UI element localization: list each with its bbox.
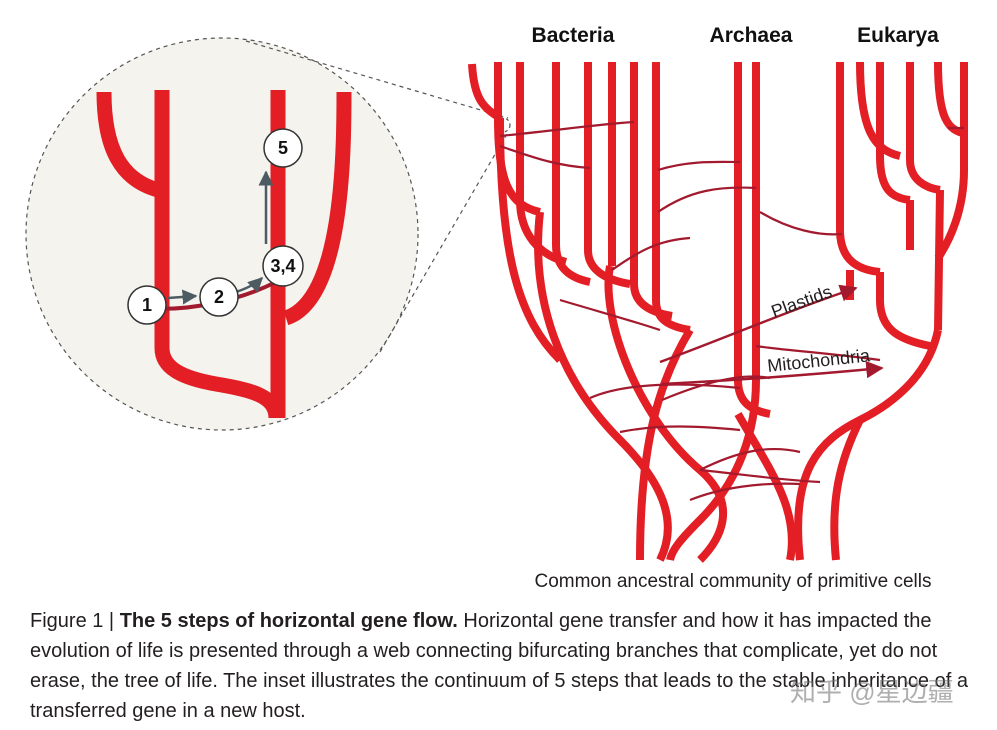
figure-caption: Figure 1 | The 5 steps of horizontal gen…: [30, 606, 980, 726]
inset-step-arrows: [167, 170, 274, 305]
domain-label-bacteria: Bacteria: [532, 24, 615, 47]
step-2-label: 2: [214, 287, 224, 307]
inset-circle: [25, 37, 419, 431]
domain-label-archaea: Archaea: [710, 24, 793, 47]
zoom-guide-line-bottom: [379, 131, 509, 353]
tree-main: Plastids Mitochondria Bacteria Archaea E…: [468, 24, 968, 592]
zoom-guide-line-top: [245, 40, 509, 119]
step-3-4-label: 3,4: [270, 256, 295, 276]
figure-panel: 1 2 3,4 5: [25, 24, 968, 592]
plastids-arrow: [659, 284, 858, 364]
tree-of-life-diagram: 1 2 3,4 5: [25, 24, 968, 592]
step-5-label: 5: [278, 138, 288, 158]
caption-title: The 5 steps of horizontal gene flow.: [119, 610, 458, 632]
community-label: Common ancestral community of primitive …: [534, 571, 931, 592]
watermark: 知乎 @星边疆: [790, 677, 954, 707]
step-1-label: 1: [142, 295, 152, 315]
transfer-web: [499, 120, 964, 502]
mitochondria-arrow: [661, 360, 884, 386]
caption-body: Horizontal gene transfer and how it has …: [30, 610, 968, 722]
tree-branches: [468, 61, 968, 563]
inset-step-markers: 1 2 3,4 5: [127, 128, 304, 325]
domain-label-eukarya: Eukarya: [857, 24, 939, 47]
inset-zoom: 1 2 3,4 5: [25, 37, 511, 431]
plastids-label: Plastids: [769, 281, 835, 321]
caption-figure-number: Figure 1 |: [30, 610, 120, 632]
